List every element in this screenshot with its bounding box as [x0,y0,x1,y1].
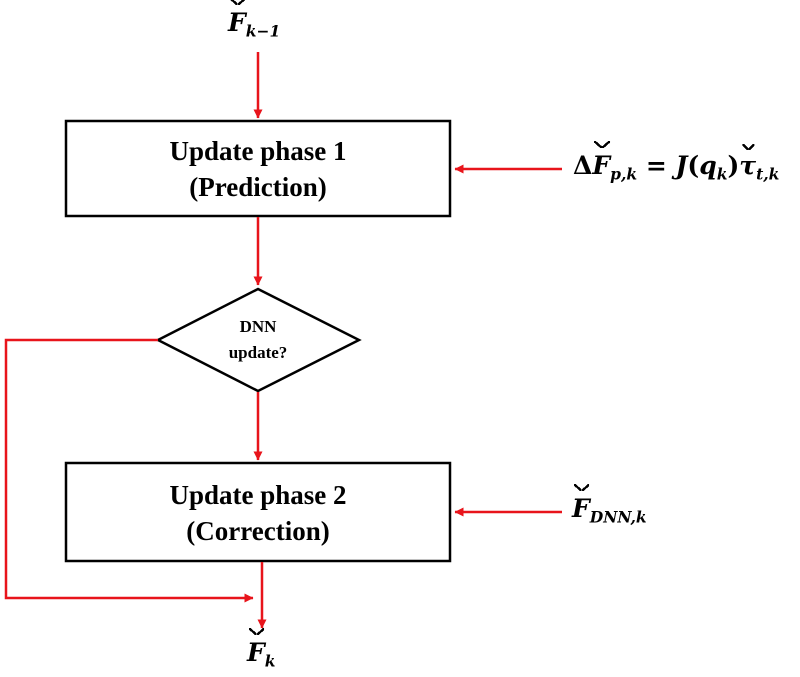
correction-label: (Correction) [186,516,330,546]
tau-hat-symbol: τ [739,151,757,180]
f-hat-symbol: F [572,494,590,523]
update-phase-1-title: Update phase 1 [169,136,347,166]
f-hat-symbol: F [247,638,265,667]
delta-f-equation-label: ΔFp,k = J(qk)τt,k [573,151,779,183]
tau-subscript: t,k [756,164,780,184]
k-subscript: k [264,651,276,671]
update-phase-2-text: Update phase 2 (Correction) [66,477,450,549]
k-minus-1-subscript: k−1 [245,21,281,41]
f-hat-dnn-k-label: FDNN,k [572,494,647,526]
input-f-hat-k-minus-1-label: Fk−1 [228,8,280,40]
dnn-update-decision-diamond [155,287,362,393]
update-phase-1-text: Update phase 1 (Prediction) [66,133,450,205]
dnn-update-question: DNN update? [188,314,328,366]
dnn-k-subscript: DNN,k [589,507,647,527]
jacobian-symbol: J [675,151,688,180]
update-question-label: update? [228,343,288,362]
output-f-hat-k-label: Fk [247,638,276,670]
p-k-subscript: p,k [610,164,638,184]
update-phase-2-box [64,461,452,563]
delta-symbol: Δ [573,151,593,180]
open-paren: ( [687,151,700,180]
update-phase-2-title: Update phase 2 [169,480,347,510]
close-paren: ) [727,151,740,180]
q-symbol: q [699,151,717,180]
equals-sign: = [645,151,667,180]
bypass-path-no-update [4,338,254,603]
prediction-label: (Prediction) [189,172,327,202]
f-hat-symbol: F [228,8,246,37]
update-phase-1-box [64,119,452,218]
q-subscript: k [716,164,728,184]
f-hat-symbol: F [592,151,611,180]
dnn-label: DNN [239,317,277,336]
